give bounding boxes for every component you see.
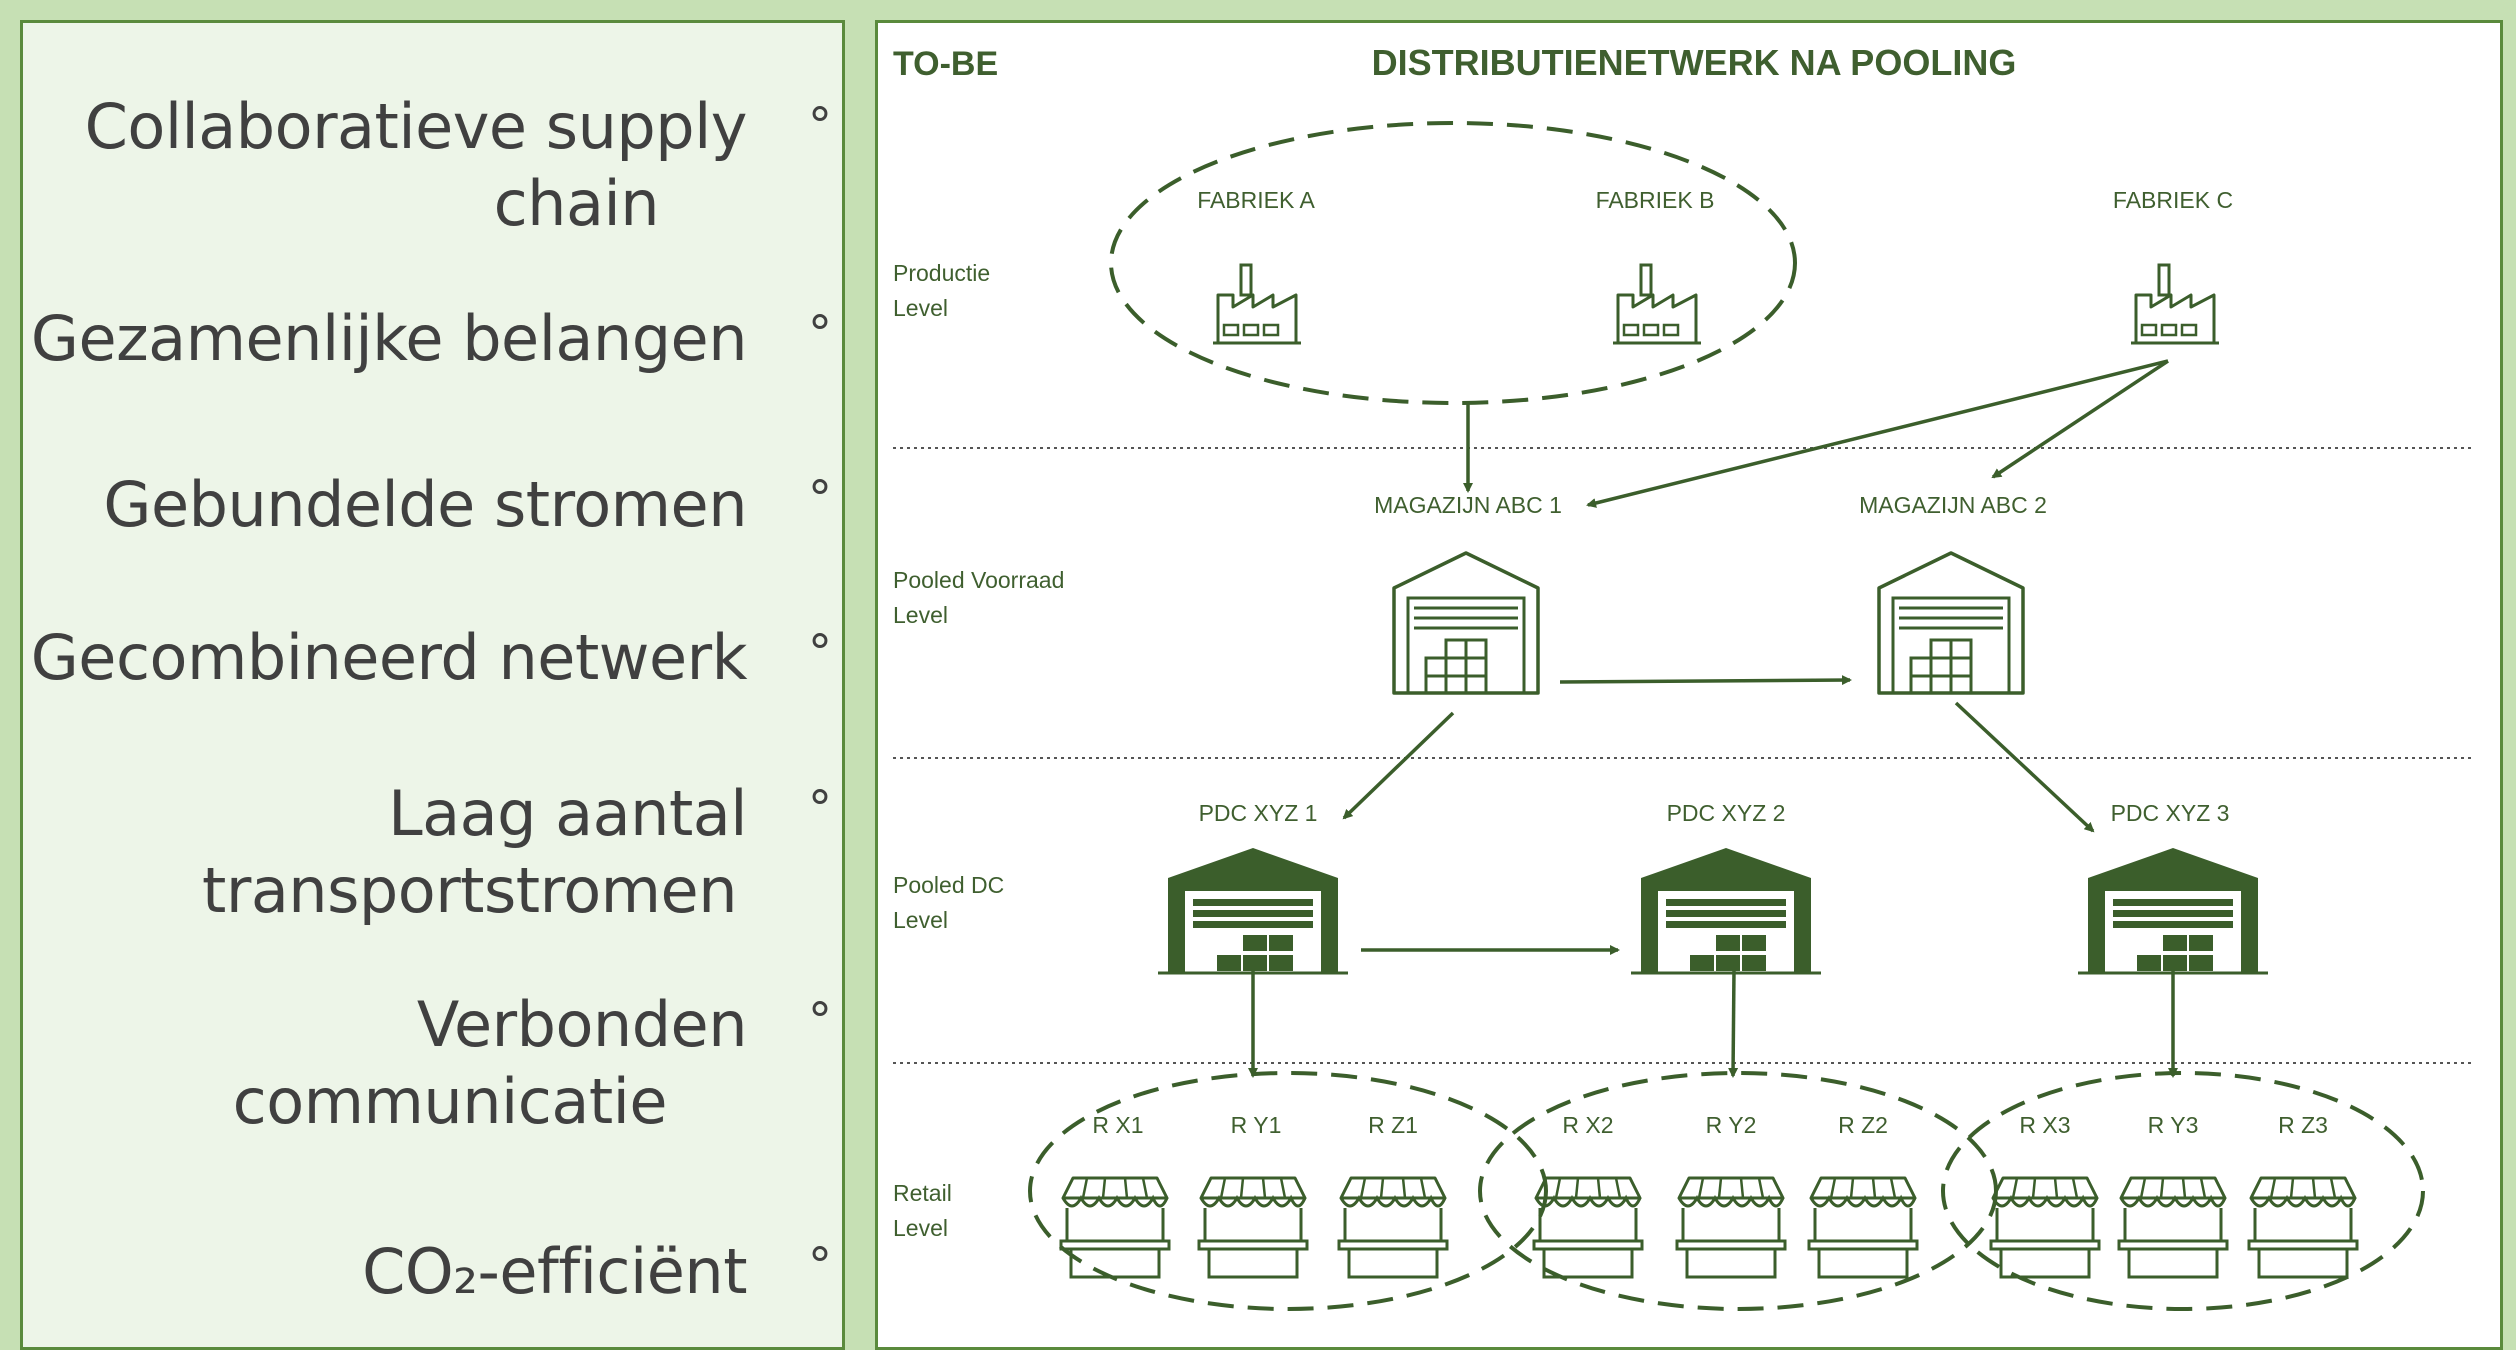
market-stall-icon — [1532, 1176, 1644, 1279]
retailer-label: R Z1 — [1368, 1112, 1418, 1138]
bullet-text: Gezamenlijke belangen — [30, 302, 748, 375]
bullet-bundled-flows: Gebundelde stromen — [103, 466, 747, 543]
retail-pool-boundary-3 — [1941, 1071, 2425, 1311]
bullet-combined-network: Gecombineerd netwerk — [30, 619, 748, 696]
flow-arrows — [1248, 359, 2178, 1078]
bullet-collaborative-supply-chain: Collaboratieve supply chain — [84, 88, 748, 242]
bullet-low-transport-flows: Laag aantal transportstromen — [202, 775, 747, 929]
flow-arrow — [1954, 701, 2095, 833]
warehouse-abc2-label: MAGAZIJN ABC 2 — [1859, 492, 2047, 518]
retailer-label: R X2 — [1562, 1112, 1613, 1138]
retailer-label: R Z2 — [1838, 1112, 1888, 1138]
retailer-label: R Y3 — [2148, 1112, 2199, 1138]
flow-arrow — [1991, 359, 2169, 479]
retailer-label: R Y1 — [1231, 1112, 1282, 1138]
market-stall-icon — [1807, 1176, 1919, 1279]
pdc-xyz2-label: PDC XYZ 2 — [1667, 800, 1786, 826]
bullet-text: communicatie — [232, 1065, 668, 1138]
distribution-center-icon — [2076, 846, 2270, 975]
level-label-pooled-dc: Pooled DC — [893, 872, 1004, 898]
warehouse-icon — [1877, 551, 2025, 695]
factory-b-label: FABRIEK B — [1596, 187, 1715, 213]
level-label-pooled-dc-line2: Level — [893, 907, 948, 933]
warehouse-abc1-label: MAGAZIJN ABC 1 — [1374, 492, 1562, 518]
level-label-retail-line2: Level — [893, 1215, 948, 1241]
bullet-connected-communication: Verbonden communicatie — [232, 986, 748, 1140]
bullet-marker: ° — [808, 306, 832, 362]
network-diagram: TO-BE DISTRIBUTIENETWERK NA POOLING Prod… — [893, 42, 2473, 1311]
bullet-marker: ° — [808, 1238, 832, 1294]
bullet-text: Gebundelde stromen — [103, 468, 747, 541]
bullet-marker: ° — [808, 625, 832, 681]
market-stall-icon — [1675, 1176, 1787, 1279]
diagram-panel: TO-BE DISTRIBUTIENETWERK NA POOLING Prod… — [875, 20, 2503, 1350]
bullet-panel: Collaboratieve supply chain ° Gezamenlij… — [20, 20, 845, 1350]
bullet-text: chain — [493, 167, 660, 240]
market-stall-icon — [1989, 1176, 2101, 1279]
market-stall-icon — [2117, 1176, 2229, 1279]
bullet-text: Gecombineerd netwerk — [30, 621, 748, 694]
market-stall-icon — [1197, 1176, 1309, 1279]
retailer-label: R Y2 — [1706, 1112, 1757, 1138]
level-label-production-line2: Level — [893, 295, 948, 321]
factory-c-label: FABRIEK C — [2113, 187, 2233, 213]
retailer-label: R X3 — [2019, 1112, 2070, 1138]
diagram-title: DISTRIBUTIENETWERK NA POOLING — [1372, 42, 2017, 83]
bullet-co2-efficient: CO₂-efficiënt — [362, 1233, 747, 1310]
bullet-marker: ° — [808, 98, 832, 154]
bullet-text: Laag aantal — [388, 777, 747, 850]
flow-arrow — [1559, 675, 1852, 686]
scenario-tag: TO-BE — [893, 45, 998, 83]
flow-arrow — [1728, 969, 1739, 1078]
distribution-center-icon — [1156, 846, 1350, 975]
level-label-pooled-stock-line2: Level — [893, 602, 948, 628]
level-label-pooled-stock: Pooled Voorraad — [893, 567, 1064, 593]
market-stall-icon — [2247, 1176, 2359, 1279]
market-stall-icon — [1337, 1176, 1449, 1279]
bullet-text: transportstromen — [202, 854, 737, 927]
factory-icon — [2129, 263, 2221, 345]
market-stall-icon — [1059, 1176, 1171, 1279]
bullet-marker: ° — [808, 781, 832, 837]
bullet-text: Collaboratieve supply — [84, 90, 748, 163]
retail-pool-boundary-1 — [1028, 1071, 1548, 1311]
bullet-marker: ° — [808, 993, 832, 1049]
pdc-xyz3-label: PDC XYZ 3 — [2111, 800, 2230, 826]
level-separators — [893, 447, 2473, 1064]
factory-icon — [1611, 263, 1703, 345]
retailer-label: R X1 — [1092, 1112, 1143, 1138]
bullet-text: Verbonden — [416, 988, 748, 1061]
production-pool-boundary — [1109, 121, 1797, 405]
factory-icon — [1211, 263, 1303, 345]
warehouse-icon — [1392, 551, 1540, 695]
distribution-center-icon — [1629, 846, 1823, 975]
level-label-production: Productie — [893, 260, 990, 286]
pdc-xyz1-label: PDC XYZ 1 — [1199, 800, 1318, 826]
bullet-shared-interests: Gezamenlijke belangen — [30, 300, 748, 377]
factory-a-label: FABRIEK A — [1197, 187, 1315, 213]
flow-arrow — [1586, 359, 2169, 508]
bullet-text: CO₂-efficiënt — [362, 1235, 747, 1308]
bullet-marker: ° — [808, 471, 832, 527]
retailer-label: R Z3 — [2278, 1112, 2328, 1138]
flow-arrow — [1342, 711, 1455, 820]
level-label-retail: Retail — [893, 1180, 952, 1206]
